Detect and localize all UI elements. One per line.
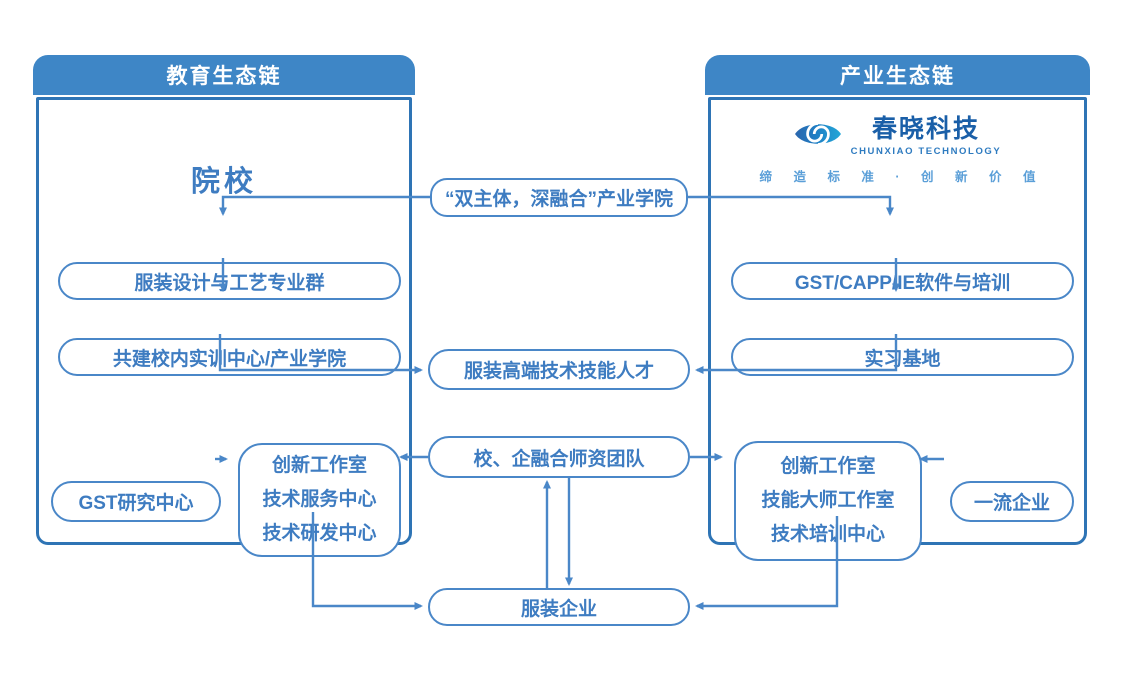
node-education-centers-box: 创新工作室 技术服务中心 技术研发中心 bbox=[238, 443, 401, 557]
education-centers-line-2: 技术服务中心 bbox=[262, 489, 377, 511]
node-dual-subject-industry-college: “双主体，深融合”产业学院 bbox=[430, 178, 688, 217]
school-title: 院校 bbox=[190, 166, 257, 198]
node-school-enterprise-teacher-team: 校、企融合师资团队 bbox=[428, 436, 690, 478]
node-garment-enterprise: 服装企业 bbox=[428, 588, 690, 626]
node-industry-centers-box: 创新工作室 技能大师工作室 技术培训中心 bbox=[734, 441, 922, 561]
chunxiao-logo: 春晓科技 CHUNXIAO TECHNOLOGY 缔 造 标 准 · 创 新 价… bbox=[711, 115, 1084, 185]
industry-chain-panel: 产业生态链 bbox=[705, 55, 1090, 561]
industry-centers-line-2: 技能大师工作室 bbox=[761, 490, 895, 512]
node-design-major-group: 服装设计与工艺专业群 bbox=[58, 262, 401, 300]
education-centers-line-1: 创新工作室 bbox=[271, 455, 367, 477]
logo-company-name-en: CHUNXIAO TECHNOLOGY bbox=[850, 145, 1002, 157]
education-chain-body: 院校 服装设计与工艺专业群 共建校内实训中心/产业学院 GST研究中心 创新工作… bbox=[36, 97, 412, 557]
chunxiao-logo-icon bbox=[794, 118, 842, 155]
education-chain-header: 教育生态链 bbox=[33, 55, 415, 95]
industry-chain-body: 春晓科技 CHUNXIAO TECHNOLOGY 缔 造 标 准 · 创 新 价… bbox=[708, 97, 1087, 561]
node-campus-training-center: 共建校内实训中心/产业学院 bbox=[58, 338, 401, 376]
node-gst-capp-ie-software: GST/CAPP/IE软件与培训 bbox=[731, 262, 1074, 300]
industry-chain-header: 产业生态链 bbox=[705, 55, 1090, 95]
node-high-end-talent: 服装高端技术技能人才 bbox=[428, 349, 690, 390]
education-centers-line-3: 技术研发中心 bbox=[262, 522, 377, 544]
education-chain-panel: 教育生态链 院校 服装设计与工艺专业群 共建校内实训中心/产业学院 GST研究中… bbox=[33, 55, 415, 557]
node-internship-base: 实习基地 bbox=[731, 338, 1074, 376]
node-gst-research-center: GST研究中心 bbox=[51, 481, 221, 522]
industry-chain-header-label: 产业生态链 bbox=[840, 65, 955, 88]
node-first-class-enterprise: 一流企业 bbox=[950, 481, 1074, 522]
logo-company-name: 春晓科技 bbox=[871, 115, 980, 143]
logo-tagline: 缔 造 标 准 · 创 新 价 值 bbox=[759, 169, 1045, 184]
industry-centers-line-3: 技术培训中心 bbox=[770, 523, 885, 545]
education-chain-header-label: 教育生态链 bbox=[166, 65, 282, 88]
industry-centers-line-1: 创新工作室 bbox=[780, 456, 876, 478]
